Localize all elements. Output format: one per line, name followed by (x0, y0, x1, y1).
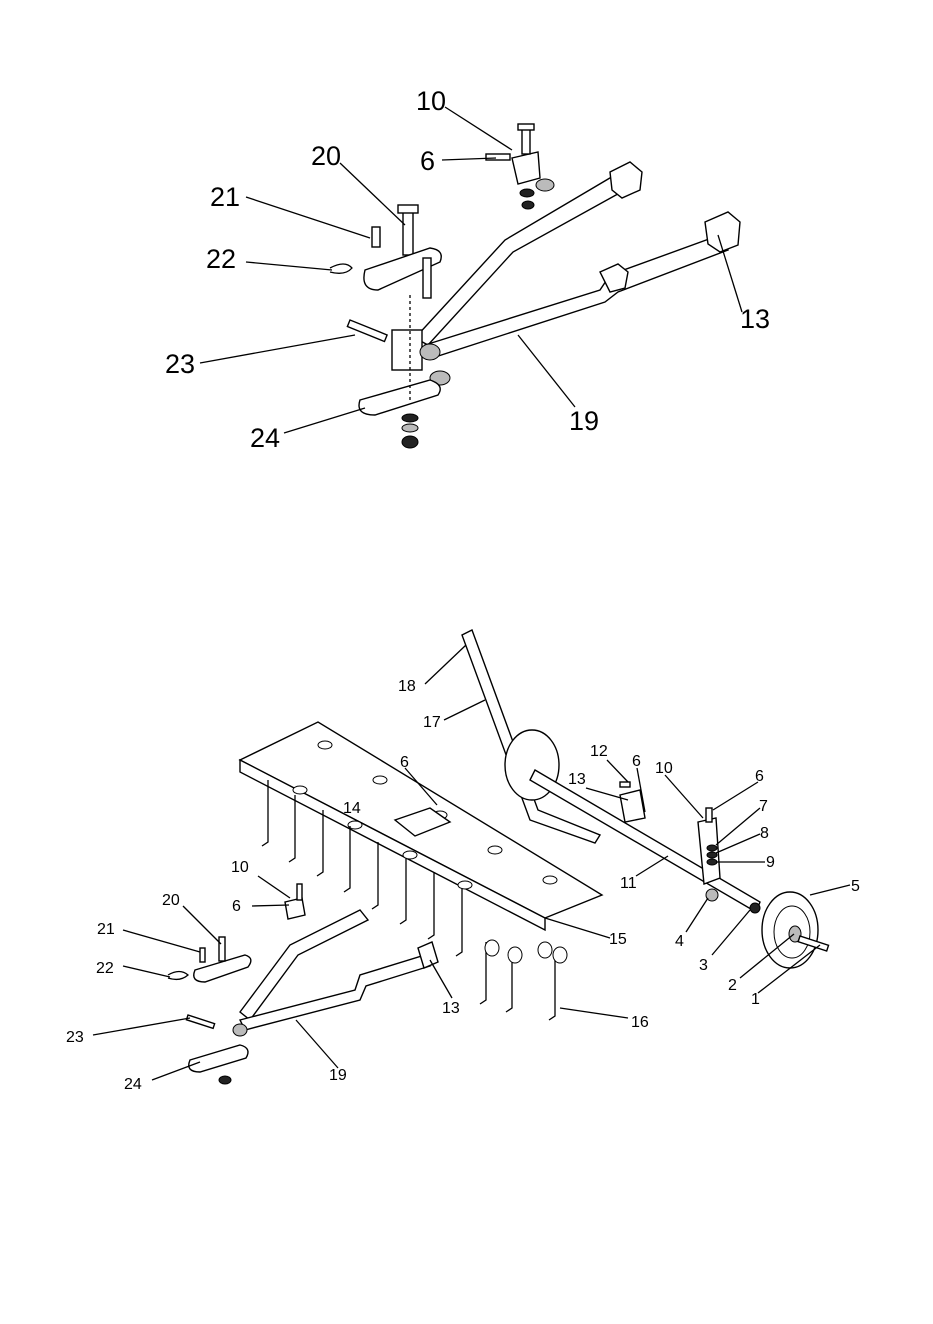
callout-label: 7 (759, 798, 768, 815)
callout-label: 12 (590, 743, 608, 760)
nut (233, 1024, 247, 1036)
callout-label: 13 (442, 1000, 460, 1017)
washer (402, 424, 418, 432)
callout-label: 6 (400, 754, 409, 771)
callout-label: 8 (760, 825, 769, 842)
callout-label: 22 (206, 244, 236, 274)
callout-label: 10 (231, 859, 249, 876)
bolt-20-left (219, 937, 225, 961)
upper-arm-end-bracket (610, 162, 642, 198)
bolt-head-10 (518, 124, 534, 130)
callout-label: 21 (210, 182, 240, 212)
callout-label: 11 (620, 875, 637, 892)
nut-8 (707, 852, 717, 858)
callout-label: 6 (232, 898, 241, 915)
nut (402, 436, 418, 448)
nut-9 (707, 859, 717, 865)
callout-label: 6 (632, 753, 641, 770)
lower-hitch-plate-24 (359, 380, 440, 415)
aerator-assembly-diagram: 18 17 12 6 13 10 6 6 14 7 8 9 5 11 10 20… (66, 630, 860, 1093)
nut-7 (707, 845, 717, 851)
bolt-6-right (706, 808, 712, 822)
callout-label: 14 (343, 800, 361, 817)
callout-label: 10 (416, 86, 446, 116)
nut (522, 201, 534, 209)
callout-label: 6 (755, 768, 764, 785)
pin-21-left (200, 948, 205, 962)
callout-label: 13 (740, 304, 770, 334)
pin-21 (372, 227, 380, 247)
callout-label: 1 (751, 991, 760, 1008)
callout-label: 4 (675, 933, 684, 950)
callout-label: 3 (699, 957, 708, 974)
clip-22 (330, 264, 352, 273)
callout-label: 21 (97, 921, 115, 938)
callout-label: 24 (124, 1076, 142, 1093)
callout-label: 2 (728, 977, 737, 994)
nut (536, 179, 554, 191)
bolt-10 (522, 128, 530, 154)
pin-23 (347, 320, 387, 341)
callout-label: 23 (66, 1029, 84, 1046)
pin-12 (620, 782, 630, 787)
callout-label: 6 (420, 146, 435, 176)
pin-23-left (186, 1015, 214, 1028)
callout-label: 23 (165, 349, 195, 379)
callout-label: 9 (766, 854, 775, 871)
tine-springs (485, 940, 567, 963)
callout-label: 18 (398, 678, 416, 695)
bolt-10-left (297, 884, 302, 900)
callout-label: 13 (568, 771, 586, 788)
callout-label: 10 (655, 760, 673, 777)
callout-label: 20 (311, 141, 341, 171)
callout-label: 19 (329, 1067, 347, 1084)
callout-label: 5 (851, 878, 860, 895)
callout-label: 19 (569, 406, 599, 436)
nut (219, 1076, 231, 1084)
hitch-pin (423, 258, 431, 298)
washer (402, 414, 418, 422)
bracket-10-left (285, 898, 305, 919)
lower-hitch-plate-24-left (189, 1045, 248, 1072)
hitch-assembly-diagram: 10 20 6 21 22 23 13 24 19 (165, 86, 770, 453)
bracket-10 (512, 152, 540, 184)
callout-label: 24 (250, 423, 280, 453)
callout-label: 20 (162, 892, 180, 909)
arm-13-end-bracket (705, 212, 740, 252)
bolt-head-20 (398, 205, 418, 213)
clip-22-left (168, 972, 188, 980)
washer-3 (750, 903, 760, 913)
callout-label: 15 (609, 931, 627, 948)
clevis-block (392, 330, 422, 370)
pin-6 (486, 154, 510, 160)
washer (520, 189, 534, 197)
bolt-20 (403, 210, 413, 255)
callout-label: 16 (631, 1014, 649, 1031)
callout-label: 17 (423, 714, 441, 731)
nut (420, 344, 440, 360)
callout-label: 22 (96, 960, 114, 977)
